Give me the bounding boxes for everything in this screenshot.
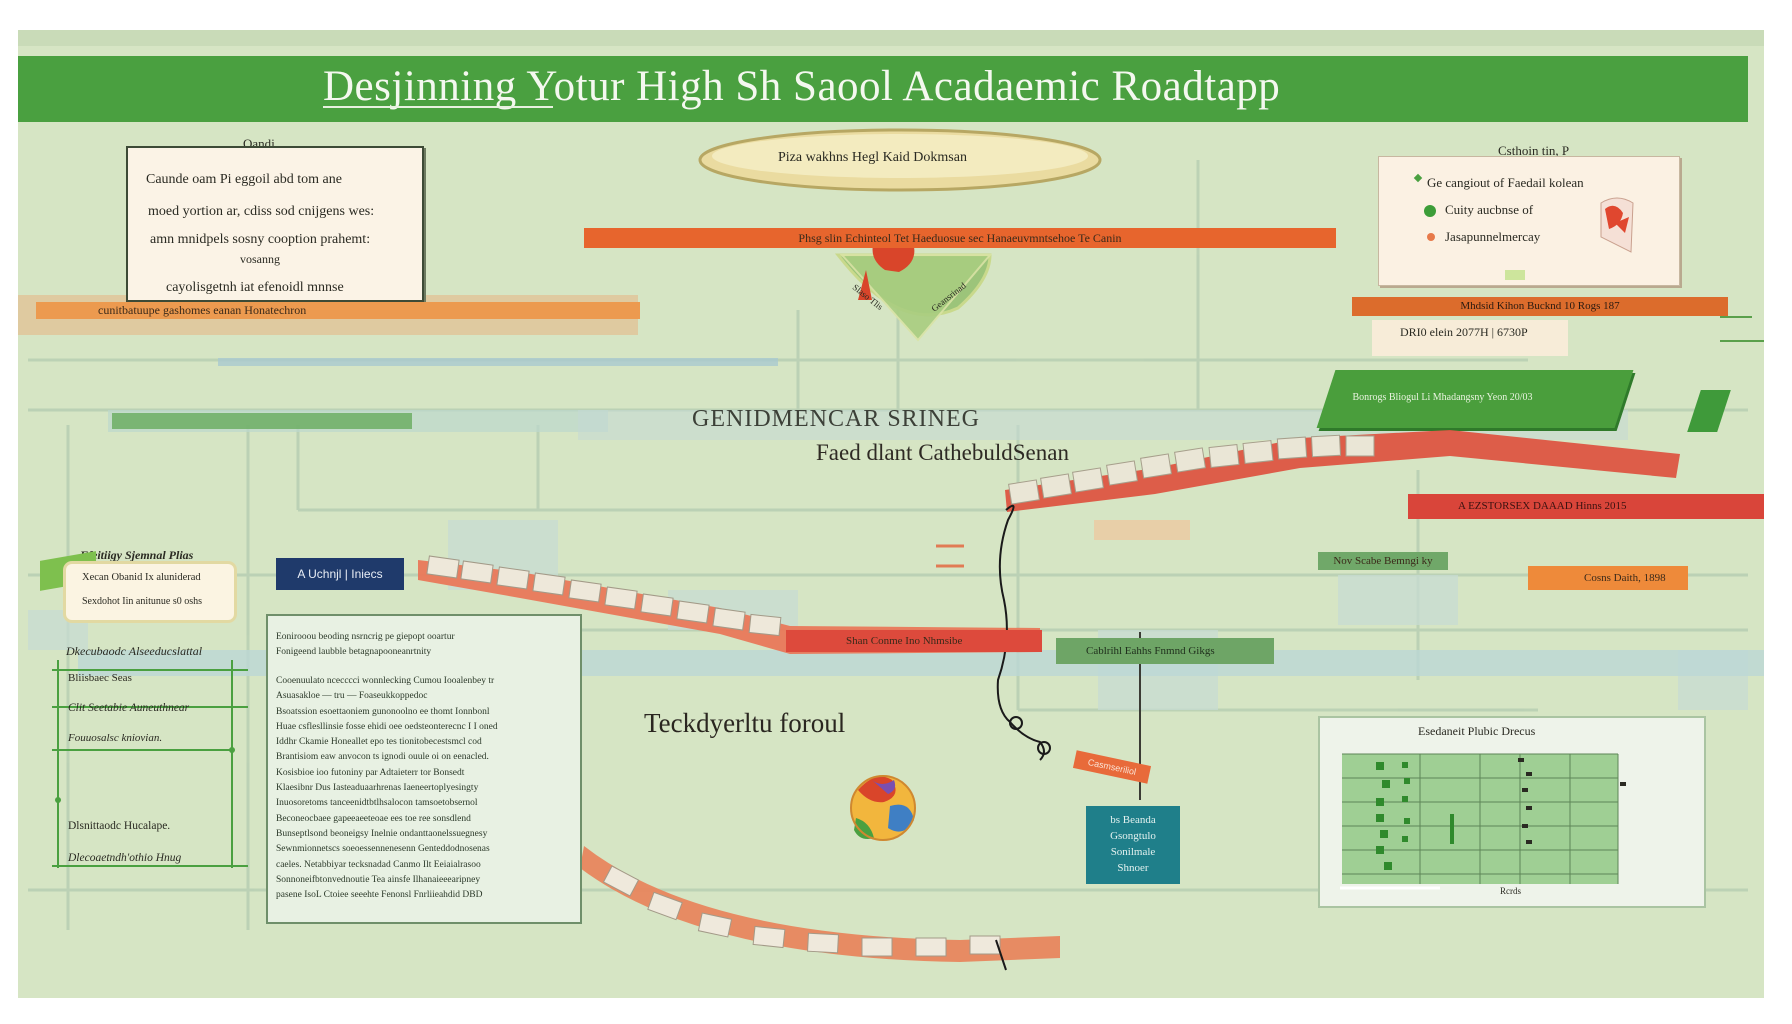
tan-patch bbox=[1094, 520, 1190, 540]
note-item: Ge cangiout of Faedail kolean bbox=[1427, 175, 1584, 190]
checklist-item: Dlsnittaodc Hucalape. bbox=[68, 820, 171, 832]
bullet-item: Asuasakloe — tru — Foaseukkoppedoc bbox=[276, 691, 428, 702]
bullet-item: Bunseptlsond beoneigsy Inelnie ondanttao… bbox=[276, 828, 488, 839]
title-underline bbox=[323, 106, 553, 108]
bullet-panel: Eonirooou beoding nsrncrig pe giepopt oo… bbox=[266, 614, 582, 924]
bullet-item: Bsoatssion esoettaoniem gunonoolno ee th… bbox=[276, 706, 490, 717]
right-green-card: Bonrogs Bliogul Li Mhadangsny Yeon 20/03 bbox=[1316, 370, 1634, 428]
bullet-list-top: Eonirooou beoding nsrncrig pe giepopt oo… bbox=[276, 630, 566, 661]
center-green-band: Cablrihl Eahhs Fnmnd Gikgs bbox=[1056, 638, 1274, 664]
note-item: Cuity aucbnse of bbox=[1445, 202, 1534, 217]
bullet-item: Cooenuulato ncecccci wonnlecking Cumou I… bbox=[276, 676, 495, 686]
left-callout: Xecan Obanid Ix aluniderad Sexdohot Iin … bbox=[66, 564, 234, 620]
bullet-item: Huae csflesllinsie fosse ehidi oee oedst… bbox=[276, 721, 498, 732]
bullet-item: caeles. Netabbiyar tecksnadad Canmo Ilt … bbox=[276, 859, 481, 870]
center-red-label: Shan Conme Ino Nhmsibe bbox=[786, 630, 1042, 652]
left-orange-band: cunitbatuupe gashomes eanan Honatechron bbox=[36, 302, 640, 319]
bullet-item: Fonigeend laubble betagnapooneanrtnity bbox=[276, 647, 432, 658]
right-red-band: A EZSTORSEX DAAAD Hinns 2015 bbox=[1408, 494, 1764, 519]
top-left-box-line: amn mnidpels sosny cooption prahemt: bbox=[150, 232, 371, 247]
teal-box-line: Sonilmale bbox=[1110, 846, 1156, 858]
orange-dot-icon bbox=[1427, 233, 1435, 241]
checklist-item: Fouuosalsc kniovian. bbox=[68, 732, 163, 744]
left-callout-line: Sexdohot Iin anitunue s0 oshs bbox=[82, 596, 202, 607]
center-heading-3: Teckdyerltu foroul bbox=[644, 708, 846, 738]
bullet-item: Sonnoneifbtonvednoutie Tea ainsfe Ilhana… bbox=[276, 874, 481, 885]
right-table: Esedaneit Plubic Drecus bbox=[1318, 716, 1706, 908]
top-left-box-line: vosanng bbox=[240, 252, 280, 266]
teal-box-line: Shnoer bbox=[1117, 862, 1149, 874]
center-seal-label: Piza wakhns Hegl Kaid Dokmsan bbox=[778, 150, 967, 165]
note-item: Jasapunnelmercay bbox=[1445, 229, 1541, 244]
apple-icon bbox=[1600, 197, 1634, 253]
left-callout-line: Xecan Obanid Ix aluniderad bbox=[82, 572, 201, 583]
teal-info-box: bs Beanda Gsongtulo Sonilmale Shnoer bbox=[1086, 806, 1180, 884]
bullet-item: Klaesibnr Dus Iasteaduaarhrenas Iaeneert… bbox=[276, 783, 479, 794]
right-green-tag: Nov Scabe Bemngi ky bbox=[1318, 552, 1448, 570]
connector-line bbox=[1720, 340, 1764, 342]
top-strip bbox=[18, 30, 1764, 46]
top-left-box-line: Caunde oam Pi eggoil abd tom ane bbox=[146, 172, 342, 187]
bullet-item: Eonirooou beoding nsrncrig pe giepopt oo… bbox=[276, 632, 455, 642]
note-pin bbox=[1505, 270, 1525, 280]
right-table-title: Esedaneit Plubic Drecus bbox=[1418, 724, 1536, 738]
bullet-item: Beconeocbaee gapeeaeeteoae ees toe ree s… bbox=[276, 813, 471, 824]
right-orange-tag: Cosns Daith, 1898 bbox=[1528, 566, 1688, 590]
bullet-item: Sewnmionnetscs soeoessennenesenn Gentedd… bbox=[276, 844, 490, 855]
left-callout-header: Ffeitiigy Sjemnal Plias bbox=[80, 548, 194, 562]
bullet-item: Inuosoretoms tanceenidtbtlhsalocon tamso… bbox=[276, 798, 478, 809]
page-title: Desjinning Yotur High Sh Saool Acadaemic… bbox=[323, 63, 1281, 110]
bullet-item: Kosisbioe ioo futoniny par Adtaieterr to… bbox=[276, 767, 465, 778]
checklist-item: Dkecubaodc Alseeducslattal bbox=[66, 644, 203, 658]
top-right-note-header: Csthoin tin, P bbox=[1498, 143, 1570, 158]
title-bar: Desjinning Yotur High Sh Saool Acadaemic… bbox=[18, 56, 1748, 122]
right-green-card-text: Bonrogs Bliogul Li Mhadangsny Yeon 20/03 bbox=[1352, 392, 1533, 403]
right-table-footer: Rcrds bbox=[1500, 886, 1521, 896]
center-heading-2: Faed dlant CathebuldSenan bbox=[816, 440, 1069, 465]
checklist-item: Bliisbaec Seas bbox=[68, 672, 132, 684]
center-heading-1: GENIDMENCAR SRINEG bbox=[692, 406, 980, 432]
navy-label: A Uchnjl | Iniecs bbox=[276, 558, 404, 590]
top-left-box: Caunde oam Pi eggoil abd tom ane moed yo… bbox=[126, 146, 424, 302]
top-left-box-line: cayolisgetnh iat efenoidl mnnse bbox=[166, 280, 344, 295]
bullet-item: Iddhr Ckamie Honeallet epo tes tionitobe… bbox=[276, 737, 482, 748]
checklist-item: Clit Seetabie Auneuthnear bbox=[68, 702, 190, 714]
teal-box-line: Gsongtulo bbox=[1110, 830, 1156, 842]
right-orange-band: Mhdsid Kihon Bucknd 10 Rogs 187 bbox=[1352, 297, 1728, 316]
bullet-item: Brantisiom eaw anvocon ts ignodi ouule o… bbox=[276, 752, 489, 763]
bullet-list-main: Cooenuulato ncecccci wonnlecking Cumou I… bbox=[276, 674, 568, 903]
checklist-item: Dlecoaetndh'othio Hnug bbox=[68, 852, 182, 864]
right-date-label: DRI0 elein 2077H | 6730P bbox=[1372, 320, 1568, 356]
top-right-note: Ge cangiout of Faedail kolean Cuity aucb… bbox=[1378, 156, 1680, 286]
center-orange-band: Phsg slin Echinteol Tet Haeduosue sec Ha… bbox=[584, 228, 1336, 248]
right-table-grid bbox=[1340, 753, 1626, 890]
connector-line bbox=[1720, 316, 1752, 318]
top-left-box-line: moed yortion ar, cdiss sod cnijgens wes: bbox=[148, 204, 375, 219]
green-dot-icon bbox=[1424, 205, 1436, 217]
teal-box-line: bs Beanda bbox=[1110, 814, 1156, 826]
bullet-item: pasene IsoL Ctoiee seeehte Fenonsl Fnrli… bbox=[276, 890, 483, 901]
